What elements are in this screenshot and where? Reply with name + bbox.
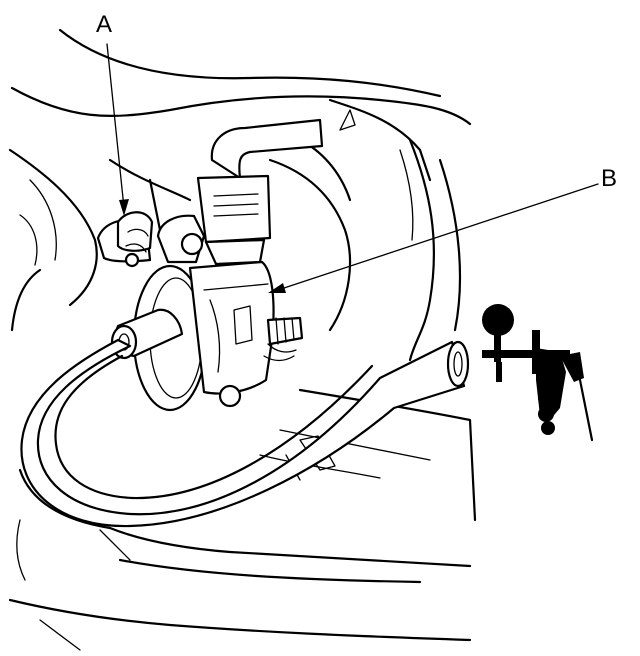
- upper-hose: [196, 118, 324, 266]
- callout-a-label: A: [96, 11, 112, 38]
- solenoid-valve: [110, 214, 304, 412]
- left-hose-stub: [96, 211, 154, 268]
- lower-hose: [20, 338, 470, 528]
- callout-a: A: [96, 11, 129, 216]
- callout-b: B: [268, 165, 617, 293]
- engine-bay-background: [8, 28, 477, 651]
- callout-b-label: B: [601, 165, 617, 192]
- vacuum-pump-icon: [482, 304, 594, 442]
